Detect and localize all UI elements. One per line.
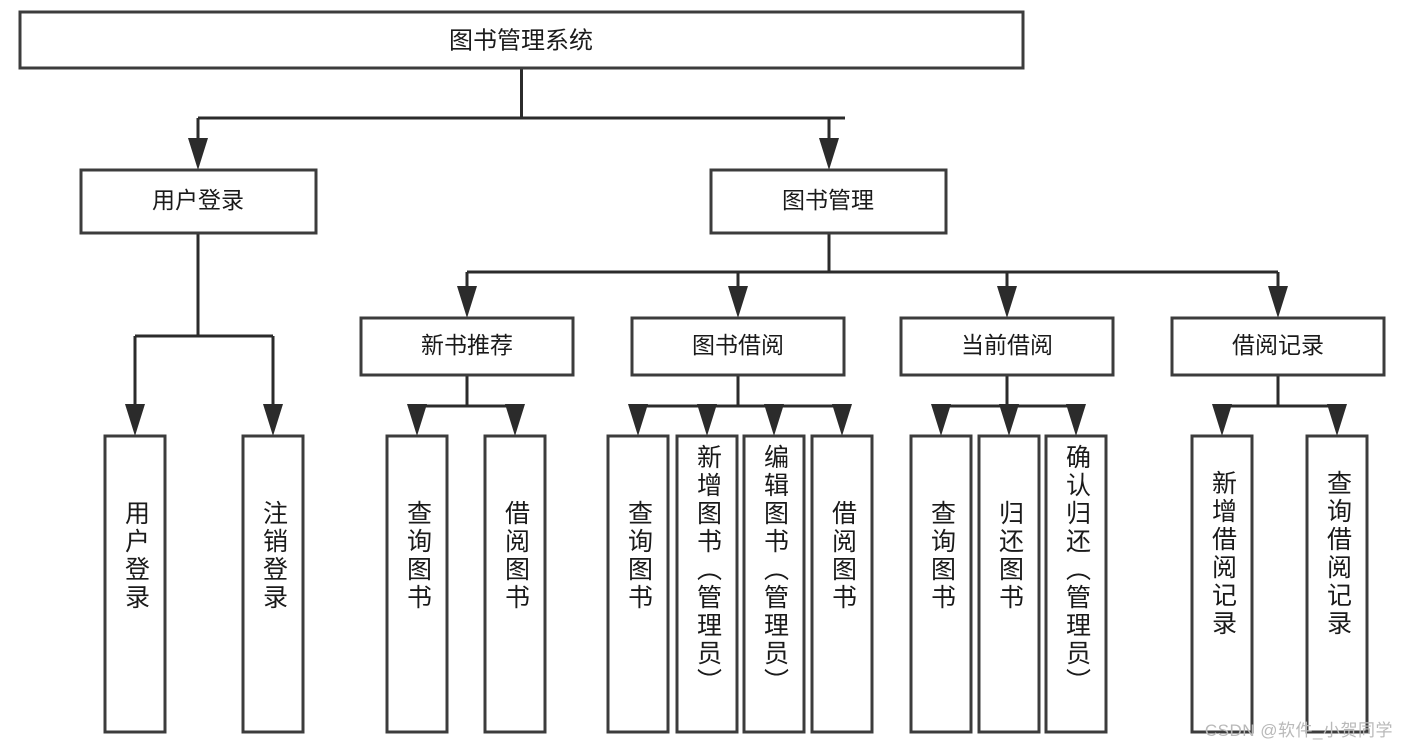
node-borrow-record-box[interactable] xyxy=(1170,316,1386,377)
arrow-head-new-book xyxy=(457,286,477,318)
node-book-borrow[interactable]: 图书借阅 xyxy=(630,316,846,377)
node-root-box[interactable] xyxy=(18,10,1025,70)
arrow-head-book-manage xyxy=(819,138,839,170)
arrow-head-leaf-user-login-1 xyxy=(125,404,145,436)
arrow-head-leaf-borrow-record-1 xyxy=(1212,404,1232,436)
leaf-boxes-borrow-record xyxy=(1190,434,1369,734)
node-borrow-record-label: 借阅记录 xyxy=(1232,332,1324,358)
arrow-head-leaf-new-book-1 xyxy=(407,404,427,436)
node-current-borrow-box[interactable] xyxy=(899,316,1115,377)
arrow-head-leaf-book-borrow-3 xyxy=(764,404,784,436)
leaf-boxes-user-login xyxy=(103,434,305,734)
node-new-book-recommend-label: 新书推荐 xyxy=(421,332,513,358)
node-new-book-recommend[interactable]: 新书推荐 xyxy=(359,316,575,377)
node-new-book-recommend-box[interactable] xyxy=(359,316,575,377)
arrow-head-current-borrow xyxy=(997,286,1017,318)
arrow-head-leaf-book-borrow-2 xyxy=(697,404,717,436)
leaf-box-book-borrow-2[interactable] xyxy=(675,434,739,734)
arrow-head-leaf-borrow-record-2 xyxy=(1327,404,1347,436)
node-borrow-record[interactable]: 借阅记录 xyxy=(1170,316,1386,377)
leaf-box-book-borrow-3[interactable] xyxy=(742,434,806,734)
leaf-boxes-book-borrow xyxy=(606,434,874,734)
leaf-box-new-book-1[interactable] xyxy=(385,434,449,734)
node-current-borrow[interactable]: 当前借阅 xyxy=(899,316,1115,377)
connector-group-new-book xyxy=(407,375,525,436)
arrow-head-user-login xyxy=(188,138,208,170)
node-current-borrow-label: 当前借阅 xyxy=(961,332,1053,358)
arrow-head-leaf-user-login-2 xyxy=(263,404,283,436)
leaf-boxes-new-book-recommend xyxy=(385,434,547,734)
node-book-manage-label: 图书管理 xyxy=(782,187,874,213)
leaf-boxes-current-borrow xyxy=(909,434,1108,734)
leaf-box-user-login-2[interactable] xyxy=(241,434,305,734)
node-user-login-label: 用户登录 xyxy=(152,187,244,213)
leaf-box-current-borrow-2[interactable] xyxy=(977,434,1041,734)
arrow-head-leaf-book-borrow-1 xyxy=(628,404,648,436)
arrow-head-leaf-current-borrow-2 xyxy=(999,404,1019,436)
connector-group-root xyxy=(188,68,845,170)
arrow-head-leaf-book-borrow-4 xyxy=(832,404,852,436)
node-book-manage[interactable]: 图书管理 xyxy=(709,168,948,235)
leaf-box-book-borrow-4[interactable] xyxy=(810,434,874,734)
leaf-box-book-borrow-1[interactable] xyxy=(606,434,670,734)
leaf-box-current-borrow-3[interactable] xyxy=(1044,434,1108,734)
connector-group-borrow-record xyxy=(1212,375,1347,436)
arrow-head-leaf-current-borrow-3 xyxy=(1066,404,1086,436)
node-book-borrow-box[interactable] xyxy=(630,316,846,377)
arrow-head-leaf-new-book-2 xyxy=(505,404,525,436)
node-user-login[interactable]: 用户登录 xyxy=(79,168,318,235)
leaf-box-new-book-2[interactable] xyxy=(483,434,547,734)
leaf-box-current-borrow-1[interactable] xyxy=(909,434,973,734)
leaf-box-user-login-1[interactable] xyxy=(103,434,167,734)
csdn-watermark: CSDN @软件_小贺同学 xyxy=(1204,721,1393,740)
node-book-borrow-label: 图书借阅 xyxy=(692,332,784,358)
node-root-label: 图书管理系统 xyxy=(449,27,593,54)
leaf-box-borrow-record-2[interactable] xyxy=(1305,434,1369,734)
node-user-login-box[interactable] xyxy=(79,168,318,235)
connector-group-book-borrow xyxy=(628,375,852,436)
arrow-head-leaf-current-borrow-1 xyxy=(931,404,951,436)
connector-group-user-login xyxy=(125,233,283,436)
leaf-box-borrow-record-1[interactable] xyxy=(1190,434,1254,734)
connector-group-book-manage xyxy=(457,233,1288,318)
node-root[interactable]: 图书管理系统 xyxy=(18,10,1025,70)
arrow-head-book-borrow xyxy=(728,286,748,318)
node-book-manage-box[interactable] xyxy=(709,168,948,235)
arrow-head-borrow-record xyxy=(1268,286,1288,318)
connector-group-current-borrow xyxy=(931,375,1086,436)
